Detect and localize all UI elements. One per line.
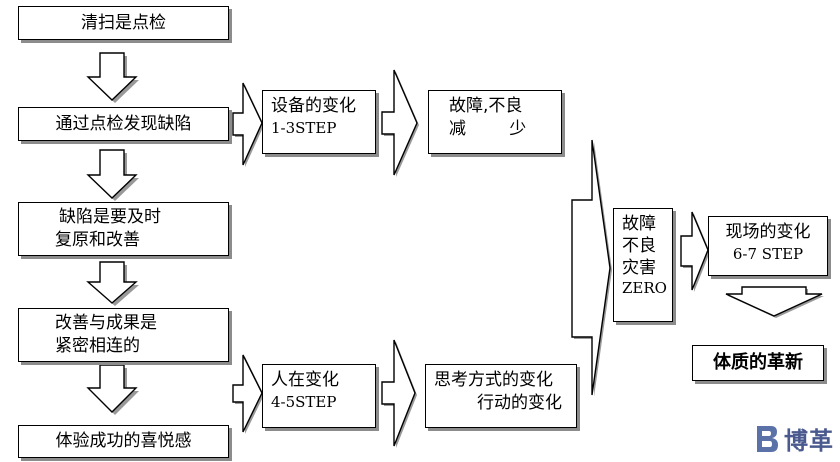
equipment-change-title: 设备的变化 bbox=[271, 96, 356, 116]
people-change-title: 人在变化 bbox=[271, 370, 339, 390]
site-change-title: 现场的变化 bbox=[725, 222, 811, 242]
fault-reduction-box: 故障,不良 减 少 bbox=[428, 90, 562, 154]
thinking-change-box: 思考方式的变化 行动的变化 bbox=[425, 364, 577, 428]
down-arrow-3 bbox=[86, 261, 139, 306]
big-right-arrow-to-zero bbox=[571, 139, 612, 397]
right-arrow-to-site bbox=[680, 211, 710, 292]
thinking-change-line1: 思考方式的变化 bbox=[434, 370, 553, 390]
step5-text: 体验成功的喜悦感 bbox=[55, 431, 192, 452]
fault-reduction-line2: 减 少 bbox=[449, 118, 527, 139]
right-arrow-to-thinking bbox=[381, 339, 417, 448]
step-cleaning-is-inspection: 清扫是点检 bbox=[18, 6, 229, 40]
zero-line-zero: ZERO bbox=[622, 279, 667, 298]
down-arrow-to-result bbox=[725, 286, 824, 318]
fault-reduction-line1: 故障,不良 bbox=[449, 96, 523, 116]
brand-logo-icon bbox=[757, 425, 778, 452]
zero-line-defect: 不良 bbox=[622, 236, 656, 257]
step-success-joy: 体验成功的喜悦感 bbox=[18, 425, 229, 458]
step1-text: 清扫是点检 bbox=[81, 12, 166, 33]
zero-line-disaster: 灾害 bbox=[622, 258, 656, 279]
step3-line1: 缺陷是要及时 bbox=[59, 207, 161, 227]
equipment-change-steps: 1-3STEP bbox=[271, 118, 337, 137]
site-change-steps: 6-7 STEP bbox=[732, 244, 804, 263]
brand-watermark-text: 博革 bbox=[784, 427, 834, 455]
zero-line-fault: 故障 bbox=[622, 214, 656, 234]
step-restore-and-improve: 缺陷是要及时 复原和改善 bbox=[18, 202, 229, 256]
thinking-change-line2: 行动的变化 bbox=[477, 392, 562, 413]
down-arrow-2 bbox=[86, 149, 139, 201]
step4-line1: 改善与成果是 bbox=[55, 313, 157, 333]
step-improvement-results: 改善与成果是 紧密相连的 bbox=[18, 308, 229, 362]
right-arrow-to-fault bbox=[381, 69, 419, 177]
people-change-box: 人在变化 4-5STEP bbox=[262, 364, 376, 428]
zero-target-box: 故障 不良 灾害 ZERO bbox=[613, 208, 673, 322]
site-change-box: 现场的变化 6-7 STEP bbox=[708, 216, 828, 276]
down-arrow-1 bbox=[86, 52, 139, 103]
constitution-innovation-box: 体质的革新 bbox=[692, 345, 824, 381]
people-change-steps: 4-5STEP bbox=[271, 392, 337, 411]
equipment-change-box: 设备的变化 1-3STEP bbox=[262, 90, 376, 154]
step3-line2: 复原和改善 bbox=[55, 229, 140, 250]
right-arrow-to-people bbox=[232, 354, 264, 434]
brand-watermark: 博革 bbox=[754, 421, 834, 456]
right-arrow-to-equipment bbox=[232, 82, 264, 167]
step-find-defects: 通过点检发现缺陷 bbox=[18, 107, 229, 141]
down-arrow-4 bbox=[86, 364, 139, 415]
result-text: 体质的革新 bbox=[713, 351, 803, 373]
step2-text: 通过点检发现缺陷 bbox=[55, 113, 192, 134]
step4-line2: 紧密相连的 bbox=[55, 335, 140, 356]
